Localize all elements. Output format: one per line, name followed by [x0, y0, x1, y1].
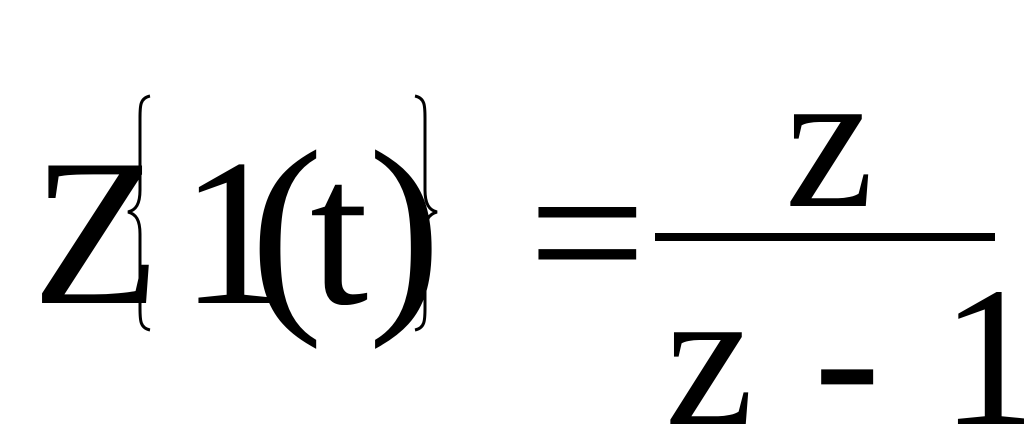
equals-sign: =	[528, 117, 647, 349]
time-variable: t	[310, 117, 369, 349]
unit-step-symbol: 1	[180, 117, 285, 349]
open-parenthesis: (	[250, 106, 324, 350]
fraction-denominator: z - 1	[665, 247, 1024, 448]
fraction-numerator: z	[785, 29, 874, 250]
fraction-bar	[655, 233, 995, 241]
close-parenthesis: )	[368, 106, 442, 350]
z-transform-symbol: Z	[32, 117, 161, 349]
